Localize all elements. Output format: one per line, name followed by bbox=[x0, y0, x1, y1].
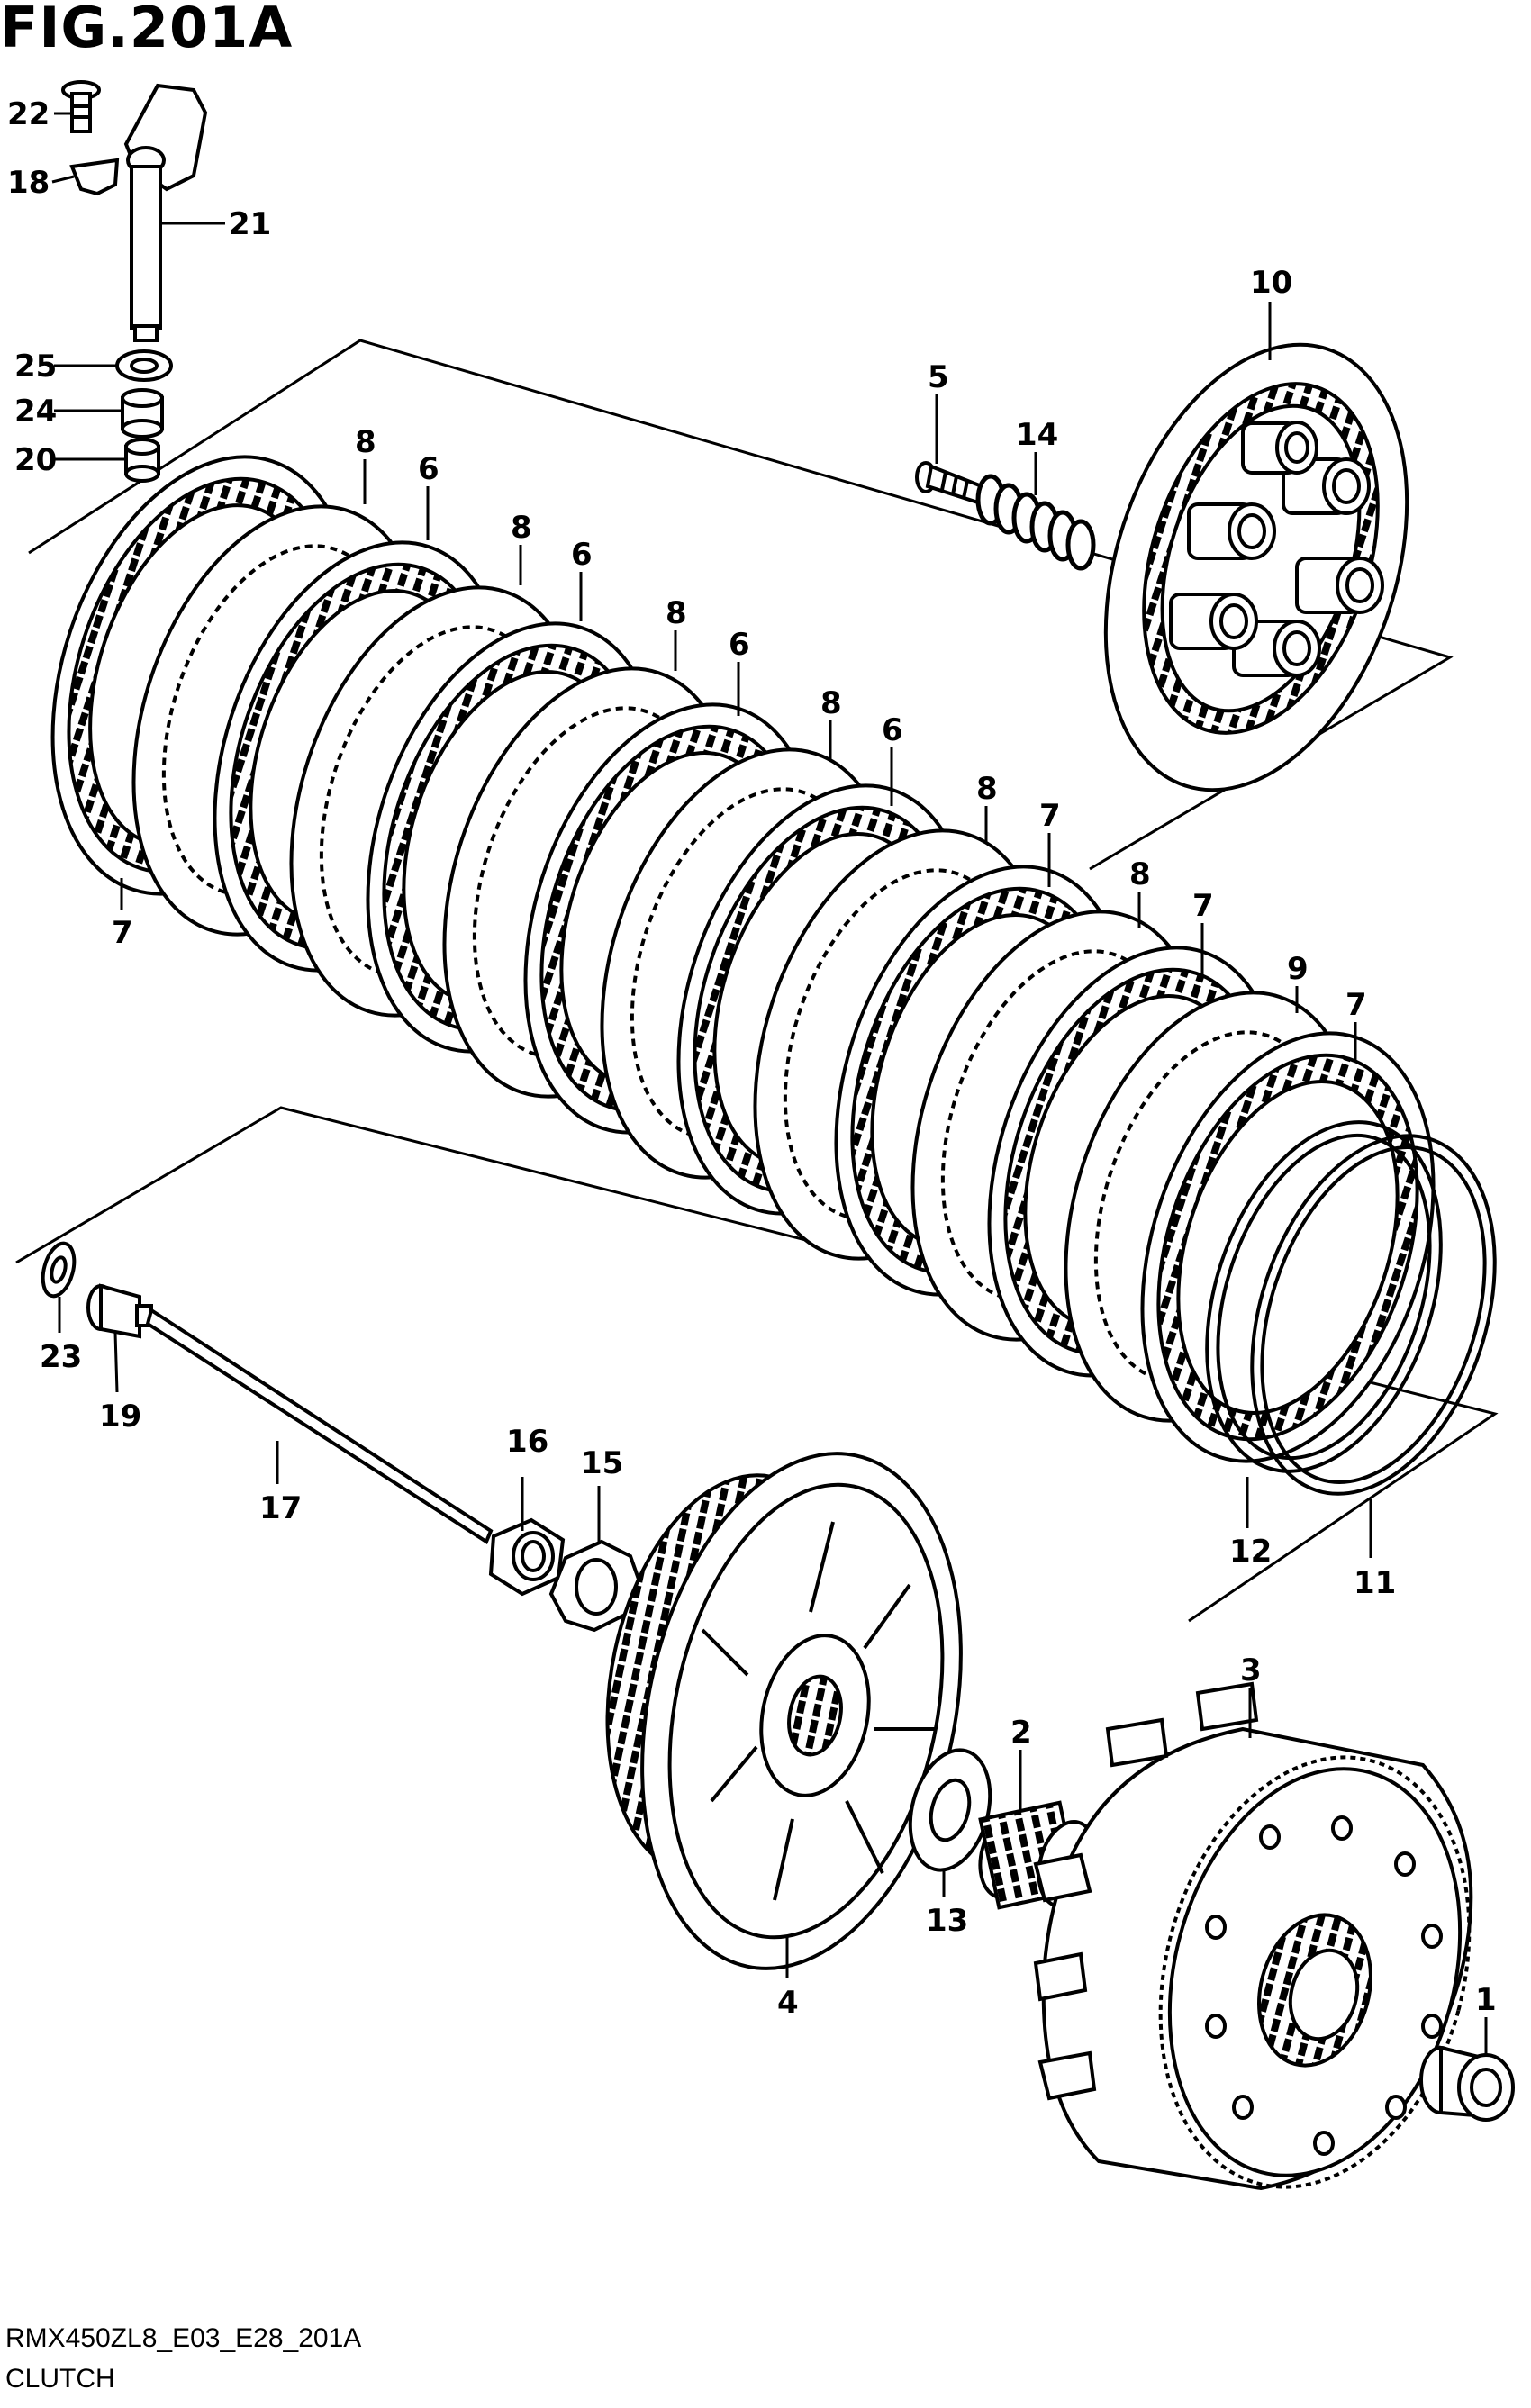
spring-bolt-5 bbox=[915, 461, 984, 505]
callout-11: 11 bbox=[1354, 1565, 1396, 1601]
callout-2: 2 bbox=[1010, 1715, 1032, 1751]
callout-10: 10 bbox=[1250, 265, 1292, 301]
bearing-23 bbox=[41, 1241, 77, 1299]
callout-6-c: 6 bbox=[729, 627, 750, 663]
section-name: CLUTCH bbox=[5, 2364, 115, 2394]
callout-21: 21 bbox=[229, 206, 271, 242]
callout-8-d: 8 bbox=[820, 685, 842, 721]
callout-23: 23 bbox=[40, 1339, 82, 1375]
spring-bosses bbox=[1169, 421, 1384, 677]
housing-slots bbox=[1033, 1681, 1259, 2101]
callout-20: 20 bbox=[14, 442, 57, 478]
callout-7-b: 7 bbox=[1192, 888, 1214, 924]
callout-8-e: 8 bbox=[976, 771, 998, 807]
sleeve-hub-4 bbox=[605, 1452, 963, 1970]
release-shaft-group bbox=[61, 80, 208, 483]
callout-19: 19 bbox=[99, 1399, 141, 1435]
push-rod-group bbox=[41, 1241, 494, 1544]
callout-8-b: 8 bbox=[511, 510, 532, 546]
callout-3: 3 bbox=[1240, 1652, 1262, 1688]
bearing-24 bbox=[121, 388, 164, 439]
callout-17: 17 bbox=[259, 1490, 302, 1526]
callout-16: 16 bbox=[506, 1424, 548, 1460]
callout-6-d: 6 bbox=[882, 712, 903, 748]
callout-9: 9 bbox=[1287, 951, 1309, 987]
bolt-22 bbox=[61, 80, 101, 133]
oil-seal-25 bbox=[115, 349, 173, 382]
lock-washer-18 bbox=[69, 158, 120, 196]
callout-25: 25 bbox=[14, 349, 57, 385]
wire-ring-11 bbox=[1250, 1134, 1497, 1496]
callout-6-b: 6 bbox=[571, 537, 593, 573]
thrust-washer-13 bbox=[908, 1748, 992, 1872]
callout-22: 22 bbox=[7, 96, 50, 132]
callout-14: 14 bbox=[1016, 417, 1058, 453]
callout-labels: 22 18 21 25 24 20 10 5 14 8 6 8 6 8 6 8 … bbox=[7, 96, 1497, 2021]
lock-washer-15 bbox=[548, 1539, 644, 1633]
callout-13: 13 bbox=[926, 1903, 968, 1939]
clutch-housing-3 bbox=[1033, 1681, 1473, 2191]
callout-8-c: 8 bbox=[666, 595, 687, 631]
callout-1: 1 bbox=[1475, 1982, 1497, 2018]
clutch-hub-nut-16 bbox=[488, 1517, 566, 1597]
callout-15: 15 bbox=[581, 1445, 623, 1481]
callout-8-a: 8 bbox=[355, 424, 376, 460]
callout-12: 12 bbox=[1229, 1534, 1272, 1570]
bushing-20 bbox=[124, 438, 160, 483]
callout-6-a: 6 bbox=[418, 451, 439, 487]
callout-5: 5 bbox=[928, 359, 949, 395]
push-piece-19 bbox=[86, 1283, 153, 1339]
clutch-spring-14 bbox=[975, 474, 1096, 571]
release-shaft-21 bbox=[130, 165, 162, 330]
figure-title: FIG.201A bbox=[0, 0, 294, 60]
push-rod-17 bbox=[145, 1307, 494, 1544]
callout-18: 18 bbox=[7, 165, 50, 201]
callout-24: 24 bbox=[14, 394, 57, 430]
callout-8-f: 8 bbox=[1129, 856, 1151, 892]
pressure-plate-10 bbox=[1103, 342, 1409, 792]
housing-holes bbox=[1205, 1815, 1443, 2156]
callout-7-c: 7 bbox=[1345, 987, 1367, 1023]
callout-7-d: 7 bbox=[112, 915, 133, 951]
leader-lines bbox=[51, 112, 1488, 2055]
spacer-1 bbox=[1419, 2045, 1515, 2122]
plate-stack bbox=[50, 455, 1436, 1463]
callout-4: 4 bbox=[777, 1985, 799, 2021]
callout-7-a: 7 bbox=[1039, 798, 1061, 834]
diagram-code: RMX450ZL8_E03_E28_201A bbox=[5, 2323, 362, 2353]
